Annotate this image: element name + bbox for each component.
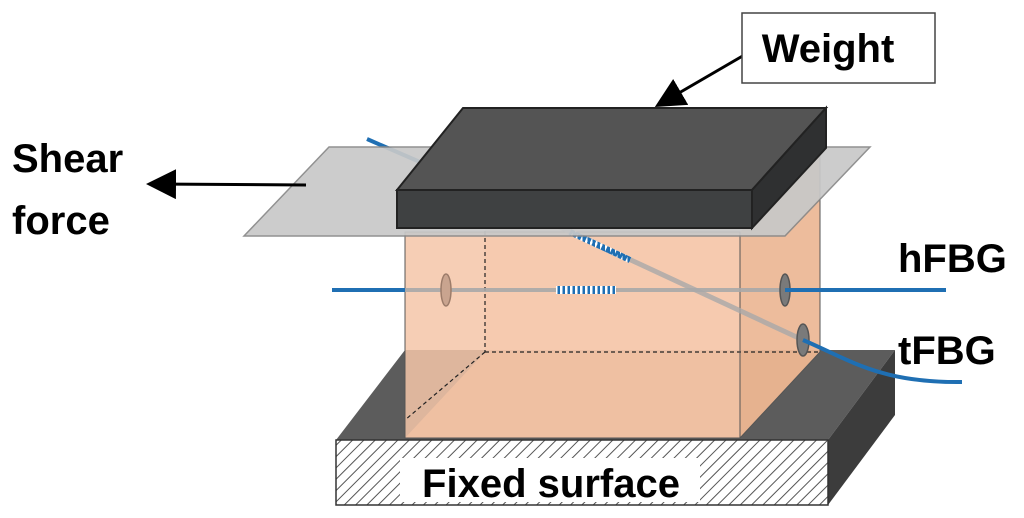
hfbg-left-cap (440, 273, 452, 307)
weight-label-box (741, 12, 936, 84)
weight-top (394, 107, 829, 191)
shear-force-arrow (146, 169, 307, 200)
hidden-edge-diagonal (404, 351, 486, 421)
sample-bottom-right-edge (739, 351, 821, 439)
tfbg-label: tFBG (898, 329, 996, 373)
weight-label: Weight (762, 27, 895, 71)
weight-block (394, 105, 829, 231)
weight-arrow (654, 52, 747, 108)
base-side (828, 350, 895, 505)
shear-label-line2: force (12, 199, 110, 243)
tfbg-fiber-out (802, 338, 963, 385)
hfbg-grating (556, 286, 616, 294)
hfbg-label: hFBG (898, 237, 1007, 281)
shear-label-line1: Shear (12, 137, 123, 181)
weight-front (396, 189, 753, 229)
fixed-surface-label: Fixed surface (422, 462, 680, 506)
fixed-surface-label-bg (400, 458, 700, 502)
sample-front (405, 232, 740, 438)
